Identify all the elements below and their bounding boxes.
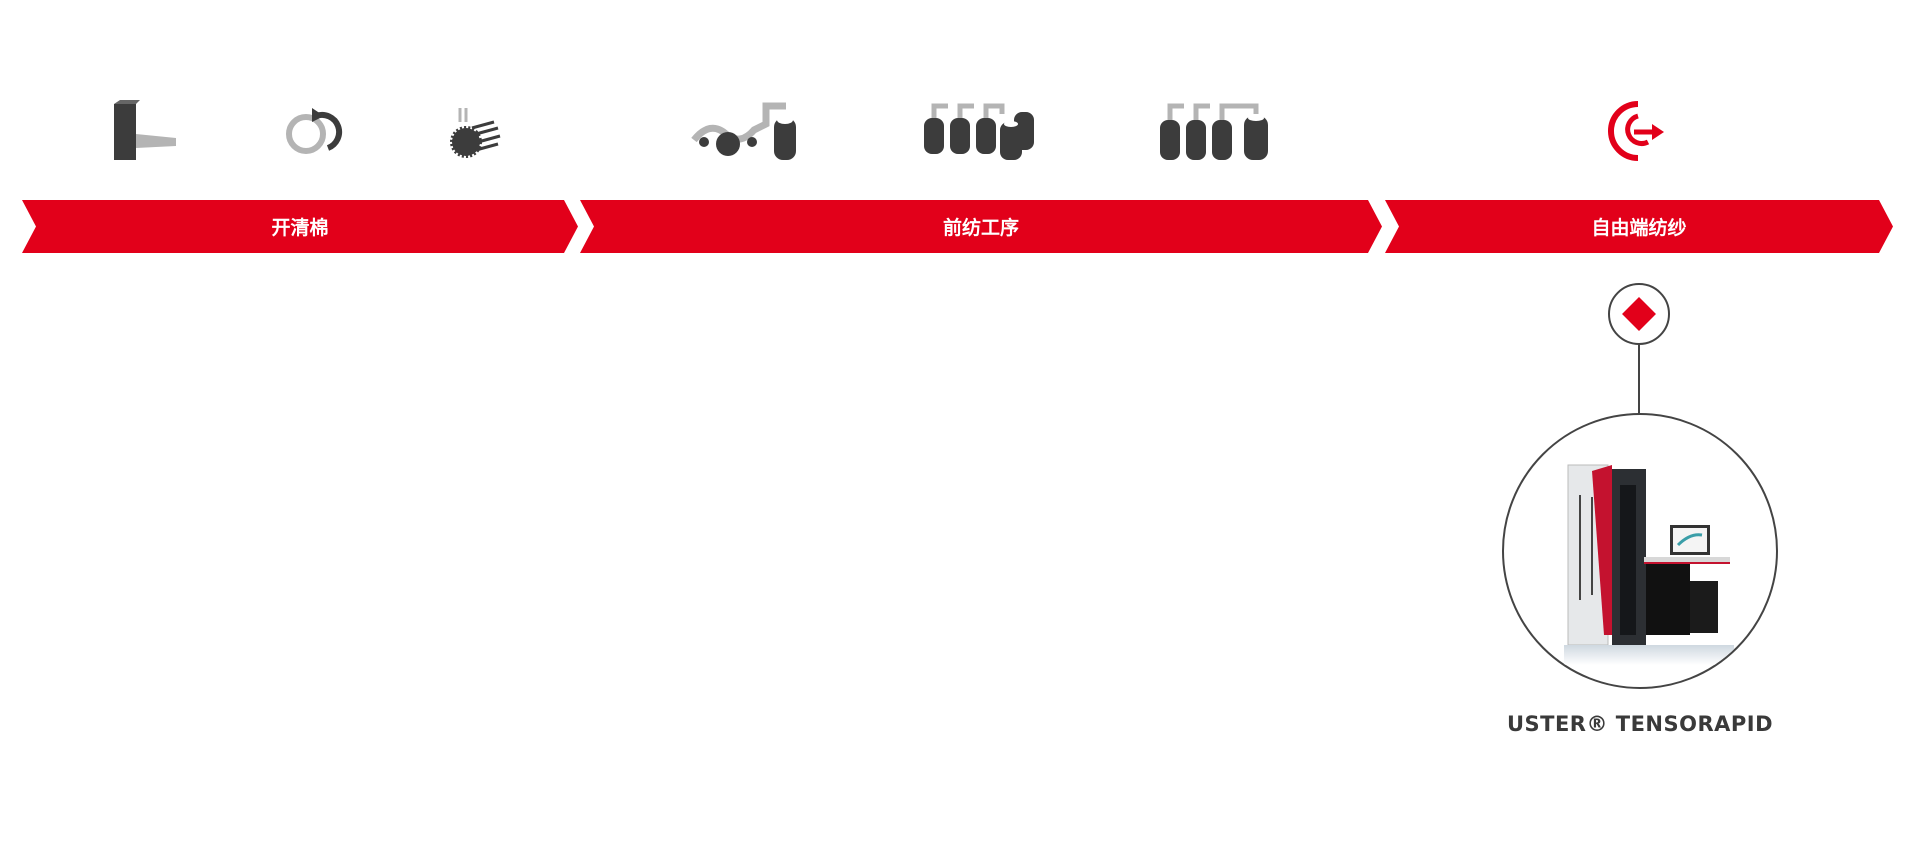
product-marker[interactable] (1608, 283, 1670, 345)
product-image[interactable] (1502, 413, 1778, 689)
drawframe-cans-icon (924, 103, 1034, 160)
stage-open-end-spinning[interactable]: 自由端纺纱 (1385, 200, 1893, 253)
rotor-spinning-icon (1608, 101, 1664, 161)
carding-sliver-can-icon (691, 102, 796, 160)
cleaning-cycle-icon (286, 108, 343, 154)
bale-opener-icon (114, 100, 176, 160)
drawframe-cans-2-icon (1160, 103, 1268, 160)
carding-drum-icon (450, 108, 501, 158)
stage-opening-cleaning[interactable]: 开清棉 (22, 200, 578, 253)
red-diamond-icon (1622, 297, 1656, 331)
connector-line (1638, 343, 1640, 415)
tensorapid-machine-image (1564, 464, 1734, 665)
product-name[interactable]: USTER® TENSORAPID (1506, 712, 1774, 736)
stage-preparation[interactable]: 前纺工序 (580, 200, 1382, 253)
stage-label: 自由端纺纱 (1591, 217, 1687, 239)
stage-label: 开清棉 (271, 217, 329, 239)
stage-label: 前纺工序 (942, 217, 1019, 239)
